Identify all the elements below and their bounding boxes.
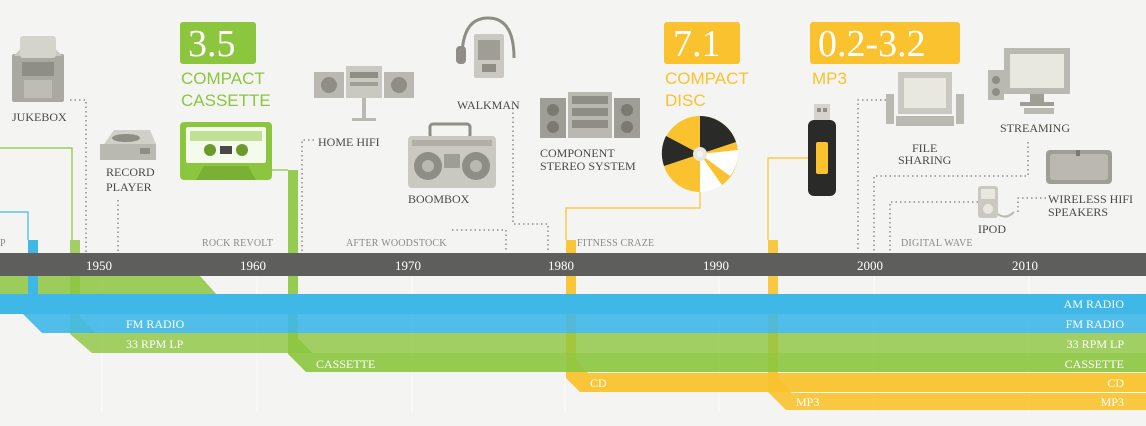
cd-value: 7.1 [673, 23, 721, 65]
timeline-years: 1950 1960 1970 1980 1990 2000 2010 [86, 258, 1038, 273]
era-rock-revolt: ROCK REVOLT [202, 238, 273, 249]
band-labels-end: AM RADIO FM RADIO 33 RPM LP CASSETTE CD … [1064, 297, 1125, 409]
band-end-am: AM RADIO [1064, 297, 1125, 311]
wireless-speaker-icon [1046, 150, 1112, 184]
band-end-cd: CD [1107, 376, 1124, 390]
label-home-hifi: HOME HIFI [318, 135, 380, 149]
cd-line1: COMPACT [665, 69, 749, 88]
callout-cd: 7.1 COMPACT DISC [664, 22, 749, 110]
band-labels-start: FM RADIO 33 RPM LP CASSETTE CD MP3 [126, 317, 819, 409]
walkman-icon [456, 16, 516, 78]
band-start-mp3: MP3 [796, 395, 819, 409]
year-1990: 1990 [703, 258, 729, 273]
label-wireless-1: WIRELESS HIFI [1048, 192, 1133, 206]
label-streaming: STREAMING [1000, 121, 1070, 135]
fm-band [0, 294, 1146, 333]
label-record-player-2: PLAYER [106, 180, 152, 194]
label-jukebox: JUKEBOX [12, 110, 67, 124]
home-hifi-icon [314, 66, 414, 121]
band-end-cassette: CASSETTE [1065, 357, 1124, 371]
label-walkman: WALKMAN [457, 98, 520, 112]
year-1980: 1980 [548, 258, 574, 273]
boombox-icon [408, 122, 496, 188]
mp3-line1: MP3 [812, 69, 847, 88]
label-wireless-2: SPEAKERS [1048, 205, 1108, 219]
label-record-player-1: RECORD [106, 165, 155, 179]
record-player-icon [100, 130, 156, 160]
lp-band [70, 240, 1146, 353]
band-start-cassette: CASSETTE [316, 357, 375, 371]
cd-band [566, 240, 1146, 392]
jukebox-icon [12, 36, 64, 102]
era-digital-wave: DIGITAL WAVE [901, 238, 973, 249]
year-1970: 1970 [395, 258, 421, 273]
mp3-band [768, 240, 1146, 410]
year-1950: 1950 [86, 258, 112, 273]
era-fitness-craze: FITNESS CRAZE [577, 238, 654, 249]
label-ipod: IPOD [978, 222, 1006, 236]
cd-line2: DISC [665, 91, 706, 110]
usb-stick-icon [808, 104, 836, 196]
band-start-fm: FM RADIO [126, 317, 185, 331]
file-sharing-icon [886, 72, 964, 126]
cassette-icon [180, 122, 272, 180]
band-end-fm: FM RADIO [1066, 317, 1125, 331]
band-start-lp: 33 RPM LP [126, 337, 184, 351]
label-file-sharing-1: FILE [912, 141, 937, 155]
am-band [0, 294, 1146, 314]
svg-text:P: P [0, 238, 6, 249]
connector-lines [0, 147, 812, 240]
band-end-lp: 33 RPM LP [1067, 337, 1125, 351]
year-2010: 2010 [1012, 258, 1038, 273]
dotted-leaders [70, 99, 1046, 252]
cassette-line2: CASSETTE [181, 91, 271, 110]
cassette-line1: COMPACT [181, 69, 265, 88]
label-boombox: BOOMBOX [408, 192, 470, 206]
year-2000: 2000 [857, 258, 883, 273]
component-stereo-icon [540, 92, 640, 138]
band-start-cd: CD [590, 376, 607, 390]
callout-cassette: 3.5 COMPACT CASSETTE [180, 22, 271, 110]
ipod-icon [978, 186, 1015, 218]
streaming-icon [988, 48, 1070, 114]
cassette-value: 3.5 [188, 23, 236, 65]
timeline-bar [0, 253, 1146, 276]
label-file-sharing-2: SHARING [898, 153, 952, 167]
label-component-2: STEREO SYSTEM [540, 159, 636, 173]
year-1960: 1960 [240, 258, 266, 273]
era-after-woodstock: AFTER WOODSTOCK [346, 238, 447, 249]
compact-disc-icon [661, 116, 739, 193]
era-labels: ROCK REVOLT AFTER WOODSTOCK FITNESS CRAZ… [0, 238, 973, 249]
early-green-band [0, 276, 218, 296]
mp3-value: 0.2-3.2 [818, 23, 926, 65]
band-end-mp3: MP3 [1101, 395, 1124, 409]
callout-mp3: 0.2-3.2 MP3 [810, 22, 960, 88]
label-component-1: COMPONENT [540, 146, 615, 160]
